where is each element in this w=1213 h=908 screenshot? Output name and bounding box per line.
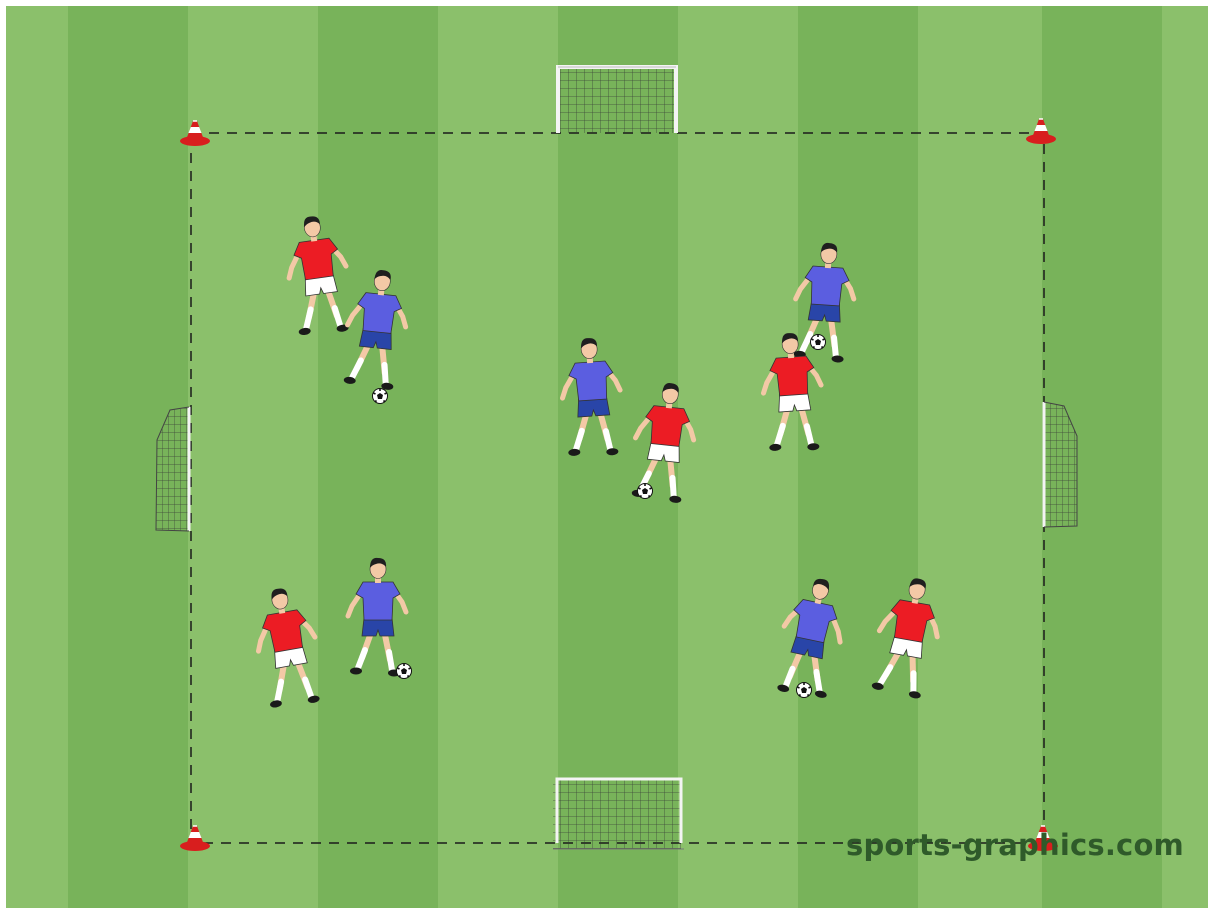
grass-stripe	[6, 6, 68, 908]
grass-stripe	[798, 6, 918, 908]
grass-stripe	[318, 6, 438, 908]
grass-stripe	[1162, 6, 1208, 908]
soccer-ball-icon	[811, 335, 826, 350]
grass-stripe	[438, 6, 558, 908]
goal-bottom	[553, 779, 684, 849]
soccer-ball-icon	[638, 484, 653, 499]
watermark-text: sports-graphics.com	[846, 828, 1184, 862]
goal-top	[558, 67, 676, 133]
soccer-ball-icon	[397, 664, 412, 679]
grass-stripe	[918, 6, 1042, 908]
soccer-ball-icon	[797, 683, 812, 698]
soccer-ball-icon	[373, 389, 388, 404]
grass-stripe	[678, 6, 798, 908]
